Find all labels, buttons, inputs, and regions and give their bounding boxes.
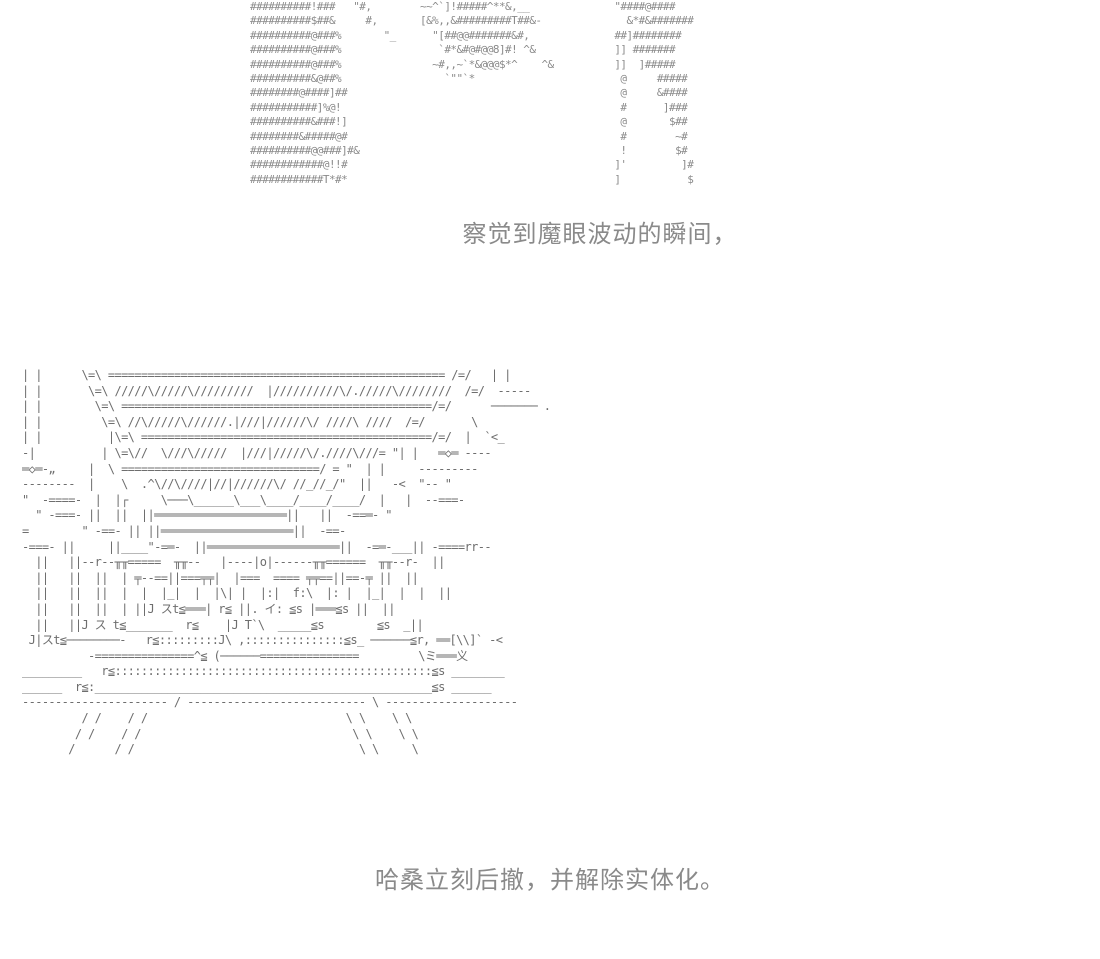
caption-text-2: 哈桑立刻后撤，并解除实体化。 [375, 866, 725, 894]
ascii-art-top-panel: ##########!### "#, ~~^`]!#####^**&,__ "#… [250, 0, 694, 186]
caption-text-1: 察觉到魔眼波动的瞬间， [462, 220, 738, 248]
ascii-art-bottom-panel: | | \=\ ================================… [22, 368, 551, 757]
